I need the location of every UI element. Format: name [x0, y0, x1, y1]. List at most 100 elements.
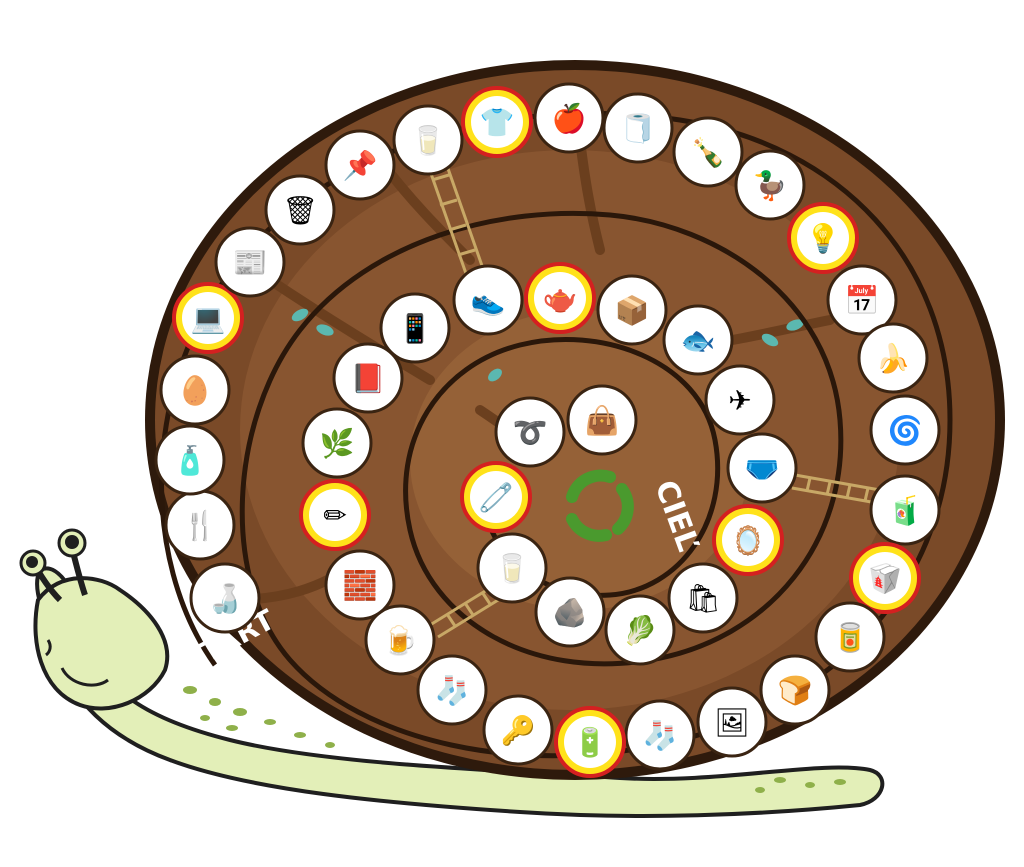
board-space-10: 👕 — [461, 86, 533, 158]
nails-icon: 📌 — [343, 148, 378, 182]
shoe-icon: 👟 — [471, 284, 506, 317]
board-space-circle — [154, 424, 226, 496]
board-space-circle — [857, 322, 929, 394]
board-space-15: 💡 — [787, 202, 859, 274]
phone-icon: 📱 — [398, 312, 433, 345]
bread-icon: 🍞 — [778, 674, 813, 707]
board-space-11: 🍎 — [533, 82, 605, 154]
board-space-circle — [662, 304, 734, 376]
branch-leaves — [291, 308, 804, 382]
board-space-circle — [159, 354, 231, 426]
board-space-circle — [264, 174, 336, 246]
board-space-circle — [596, 274, 668, 346]
bulb-icon: 💡 — [806, 222, 841, 255]
ladder-1 — [426, 159, 489, 286]
board-space-35: 🫖 — [524, 262, 596, 334]
rubber-duck-icon: 🦆 — [753, 169, 788, 202]
board-space-circle — [332, 342, 404, 414]
board-space-42: 🥬 — [604, 594, 676, 666]
eggshell-icon: 🥚 — [178, 374, 213, 407]
glass-icon: 🥛 — [411, 124, 446, 157]
board-space-circle — [452, 264, 524, 336]
board-space-14: 🦆 — [734, 149, 806, 221]
board-space-9: 🥛 — [392, 104, 464, 176]
lego-icon: 🧱 — [343, 569, 378, 602]
board-space-2: 🍴 — [164, 489, 236, 561]
newspaper-icon: 📰 — [233, 246, 268, 279]
board-space-circle — [482, 694, 554, 766]
ladder-2 — [791, 473, 881, 505]
board-space-23: 🖼 — [696, 686, 768, 758]
board-space-circle — [672, 116, 744, 188]
board-space-circle — [214, 226, 286, 298]
teapot-icon: 🫖 — [543, 282, 578, 315]
tissue-icon: 🧻 — [621, 112, 656, 145]
board-space-circle — [826, 264, 898, 336]
board-space-4: 🥚 — [159, 354, 231, 426]
lettuce-icon: 🥬 — [623, 614, 658, 647]
board-space-37: 🐟 — [662, 304, 734, 376]
board-space-circle — [814, 601, 886, 673]
board-space-47: 👜 — [566, 384, 638, 456]
board-space-36: 📦 — [596, 274, 668, 346]
board-space-inner — [534, 272, 586, 324]
board-space-20: 🥡 — [849, 542, 921, 614]
snail-foot — [35, 566, 885, 818]
board-space-inner — [309, 489, 361, 541]
board-space-38: ✈ — [704, 364, 776, 436]
board-space-circle — [416, 654, 488, 726]
board-space-40: 🪞 — [712, 504, 784, 576]
battery-icon: 🔋 — [573, 726, 608, 759]
mug-icon: 🍺 — [383, 623, 418, 657]
plastic-bag-icon: 🛍 — [685, 582, 721, 615]
snail-smile — [60, 667, 109, 687]
socks-icon: 🧦 — [435, 674, 470, 707]
tape-roll-icon: ➰ — [513, 416, 548, 449]
board-space-circle — [869, 474, 941, 546]
green-bottle-icon: 🍾 — [691, 136, 726, 169]
board-space-circle — [696, 686, 768, 758]
spiral-track — [159, 110, 953, 759]
snail-nostril — [45, 639, 52, 657]
board-space-circle — [324, 549, 396, 621]
board-space-26: 🔑 — [482, 694, 554, 766]
snail-body — [19, 528, 885, 818]
recycle-icon — [566, 469, 634, 542]
board-space-39: 🩲 — [726, 432, 798, 504]
board-space-inner — [722, 514, 774, 566]
banana-peel-icon: 🍌 — [876, 342, 911, 375]
hanger-icon: 🧷 — [479, 480, 514, 514]
board-space-31: 🌿 — [301, 407, 373, 479]
board-space-3: 🧴 — [154, 424, 226, 496]
board-space-circle — [392, 104, 464, 176]
board-space-inner — [797, 212, 849, 264]
board-space-45: 🧷 — [460, 461, 532, 533]
fishbowl-icon: 🐟 — [681, 324, 716, 357]
bin-icon: 🗑 — [282, 194, 318, 227]
board-space-30: ✏ — [299, 479, 371, 551]
board-space-34: 👟 — [452, 264, 524, 336]
board-space-25: 🔋 — [554, 706, 626, 778]
board-space-43: 🪨 — [534, 576, 606, 648]
snail-spots — [183, 686, 846, 793]
board-space-inner — [182, 292, 234, 344]
board-space-28: 🍺 — [364, 604, 436, 676]
board-space-circle — [624, 699, 696, 771]
board-space-circle — [476, 532, 548, 604]
board-space-circle — [604, 594, 676, 666]
board-space-19: 🧃 — [869, 474, 941, 546]
board-space-circle — [189, 562, 261, 634]
board-space-inner — [470, 471, 522, 523]
plastic-bottle-icon: 🧴 — [173, 444, 208, 477]
board-space-circle — [667, 562, 739, 634]
board-space-circle — [494, 396, 566, 468]
spring-icon: 🌀 — [888, 413, 923, 447]
board-space-circle — [379, 292, 451, 364]
bottles-icon: 🍶 — [208, 582, 243, 615]
board-space-8: 📌 — [324, 129, 396, 201]
board-space-circle — [734, 149, 806, 221]
fork-icon: 🍴 — [183, 509, 218, 542]
box-icon: 📦 — [615, 294, 650, 327]
paper-plane-icon: ✈ — [728, 384, 751, 417]
